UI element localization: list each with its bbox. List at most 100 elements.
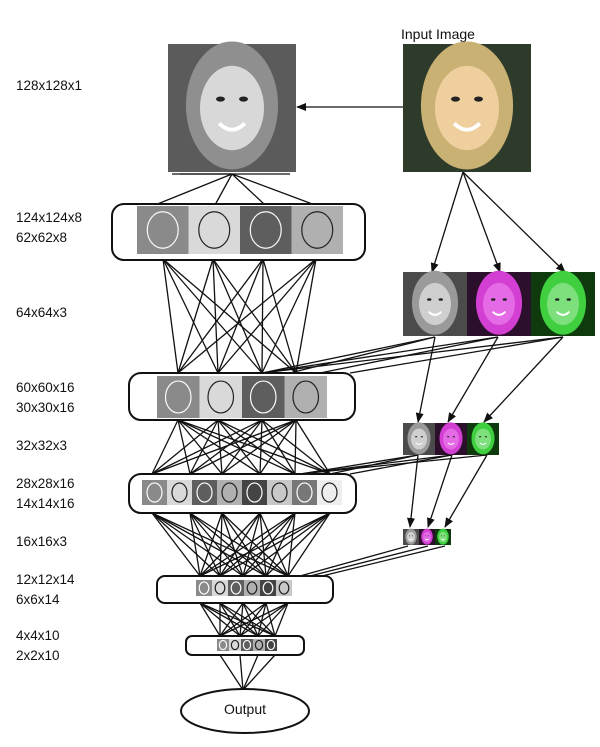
connection-line [219,512,331,577]
connection-line [219,602,289,637]
connection-line [199,512,223,577]
label-128x128x1: 128x128x1 [16,78,83,93]
connection-line [177,258,317,374]
connection-line [151,512,201,577]
connection-line [231,173,266,206]
connection-line [151,512,221,577]
feature-map [188,206,240,254]
connection-line [212,258,297,374]
connection-line [265,512,296,577]
conv4-feature-maps [196,580,292,596]
connection-line [259,419,263,475]
conv1-feature-maps [137,206,343,254]
connection-line [219,512,296,577]
connection-line [415,336,436,423]
connection-line [274,602,289,637]
layer-nodes [111,41,595,734]
connection-line [299,454,419,475]
connection-line [242,602,259,637]
connection-line [151,419,263,475]
connection-line [444,454,488,528]
connection-line [309,545,429,577]
feature-map [292,480,317,505]
channel-image [403,270,467,336]
connection-line [242,512,331,577]
conv3-feature-maps [142,480,342,505]
channel-image [403,528,419,545]
connection-line [242,602,276,637]
connection-line [177,258,214,374]
connection-line [219,602,259,637]
connection-line [217,419,331,475]
feature-map [291,206,343,254]
connection-line [261,336,499,374]
channel-image [467,422,499,455]
input-image [403,41,531,172]
connection-line [321,545,446,577]
grayscale-input-image [168,41,296,172]
feature-map [242,480,267,505]
connection-line [217,258,264,374]
connection-line [219,602,241,637]
connection-line [151,419,219,475]
conv2-feature-maps [157,376,327,418]
connection-line [199,512,296,577]
feature-map [240,206,292,254]
connection-line [242,512,261,577]
connection-line [162,258,179,374]
channel-image [467,270,531,336]
connection-line [242,512,296,577]
connection-line [261,258,317,374]
connection-line [261,258,264,374]
connection-line [349,336,564,374]
channel-image [435,422,467,455]
connection-line [265,512,331,577]
connection-line [287,512,331,577]
connection-line [177,419,296,475]
feature-map [167,480,192,505]
connection-line [151,419,179,475]
connection-line [212,258,219,374]
connection-line [199,512,331,577]
connection-line [217,258,317,374]
connection-line [189,419,263,475]
connection-line [239,602,244,637]
channel-image [435,528,451,545]
connection-line [189,512,244,577]
connection-line [447,336,499,423]
connection-line [259,419,297,475]
feature-map [217,480,242,505]
connection-line [407,454,419,528]
connection-line [287,512,296,577]
connection-line [294,419,297,475]
connection-line [242,654,276,691]
connection-line [162,258,219,374]
feature-map [199,376,242,418]
label-conv4: 12x12x14 6x6x14 [16,572,75,607]
label-conv1: 124x124x8 62x62x8 [16,210,83,245]
connection-line [189,419,219,475]
label-conv3: 28x28x16 14x14x16 [16,476,75,511]
connection-line [219,602,276,637]
connection-line [239,654,244,691]
connection-line [462,171,501,273]
connection-line [177,419,223,475]
connection-line [217,419,296,475]
feature-map [242,376,285,418]
connection-line [189,512,267,577]
label-32x32x3: 32x32x3 [16,438,68,453]
connection-line [483,336,564,423]
connection-line [219,654,244,691]
connection-line [231,173,316,206]
connection-line [299,545,409,577]
connection-line [430,171,464,273]
connection-line [151,512,244,577]
connection-lines [151,103,566,691]
connection-line [189,419,297,475]
input-image-caption: Input Image [401,26,475,42]
feature-map [192,480,217,505]
connection-line [189,512,289,577]
label-conv2: 60x60x16 30x30x16 [16,380,75,415]
connection-line [221,419,297,475]
